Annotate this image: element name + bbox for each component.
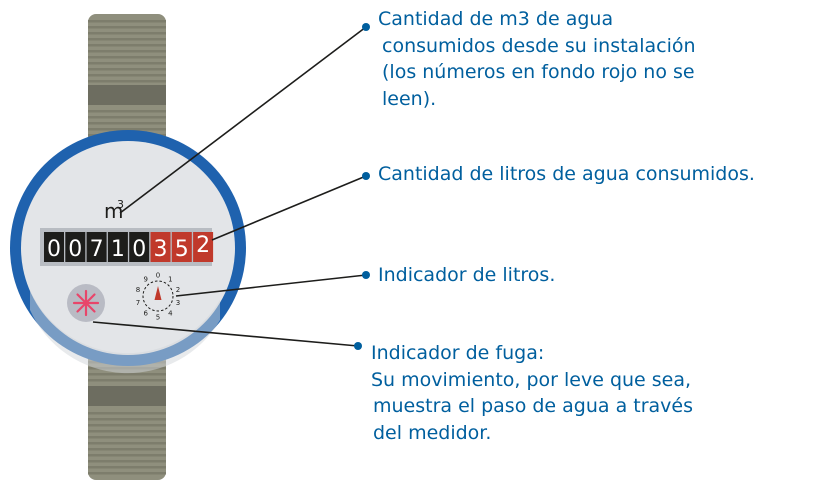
asterisk-star-icon [72, 289, 100, 317]
odometer-digit-black: 1 [111, 237, 125, 262]
callout-m3: Cantidad de m3 de agua consumidos desde … [378, 6, 696, 112]
unit-label: m [104, 199, 123, 223]
odometer-digit-red: 2 [196, 233, 210, 258]
odometer-digit-cell [171, 232, 192, 262]
pipe-top [88, 14, 166, 144]
callout-leak-line: del medidor. [373, 421, 492, 444]
leader-dots [354, 23, 370, 350]
odometer-digit-red: 3 [154, 237, 168, 262]
odometer-digit-red: 5 [175, 237, 189, 262]
dial-number: 5 [156, 314, 160, 322]
odometer-digit-black: 0 [68, 237, 82, 262]
unit-exponent: 3 [117, 198, 124, 211]
dial-number: 1 [168, 276, 172, 284]
callout-m3-line: Cantidad de m3 de agua [378, 8, 614, 30]
callout-leak-line: Indicador de fuga: [371, 342, 545, 364]
dial-number: 7 [136, 299, 140, 307]
callout-liter-indicator: Indicador de litros. [378, 262, 555, 289]
dial-number: 4 [168, 310, 173, 318]
callout-m3-line: consumidos desde su instalación [382, 34, 696, 57]
odometer-digit-cell [150, 232, 171, 262]
callout-m3-line: (los números en fondo rojo no se [382, 61, 695, 83]
callout-leak-line: muestra el paso de agua a través [373, 395, 693, 417]
odometer-digit-cell [44, 232, 64, 262]
odometer-digit-cell [107, 232, 128, 262]
dial-number: 0 [156, 272, 160, 280]
odometer-digit-black: 0 [132, 237, 146, 262]
dial-number: 8 [136, 286, 140, 294]
callout-leak: Indicador de fuga: Su movimiento, por le… [371, 340, 693, 446]
callout-leak-line: Su movimiento, por leve que sea, [371, 368, 692, 391]
callout-liters: Cantidad de litros de agua consumidos. [378, 161, 755, 188]
odometer-digit-black: 0 [47, 237, 61, 262]
odometer-digit-cell [193, 232, 214, 262]
dial-number: 3 [176, 299, 180, 307]
callout-liters-text: Cantidad de litros de agua consumidos. [378, 163, 755, 185]
odometer-digit-cell [86, 232, 107, 262]
callout-m3-line: leen). [382, 87, 437, 110]
odometer-digit-cell [129, 232, 150, 262]
leader-lines [92, 26, 367, 347]
dial-number: 2 [176, 286, 180, 294]
dial-number: 6 [143, 310, 148, 318]
odometer-digit-cell [65, 232, 86, 262]
odometer-digit-black: 7 [90, 237, 104, 262]
callout-indicator-text: Indicador de litros. [378, 264, 556, 286]
dial-number: 9 [143, 276, 147, 284]
